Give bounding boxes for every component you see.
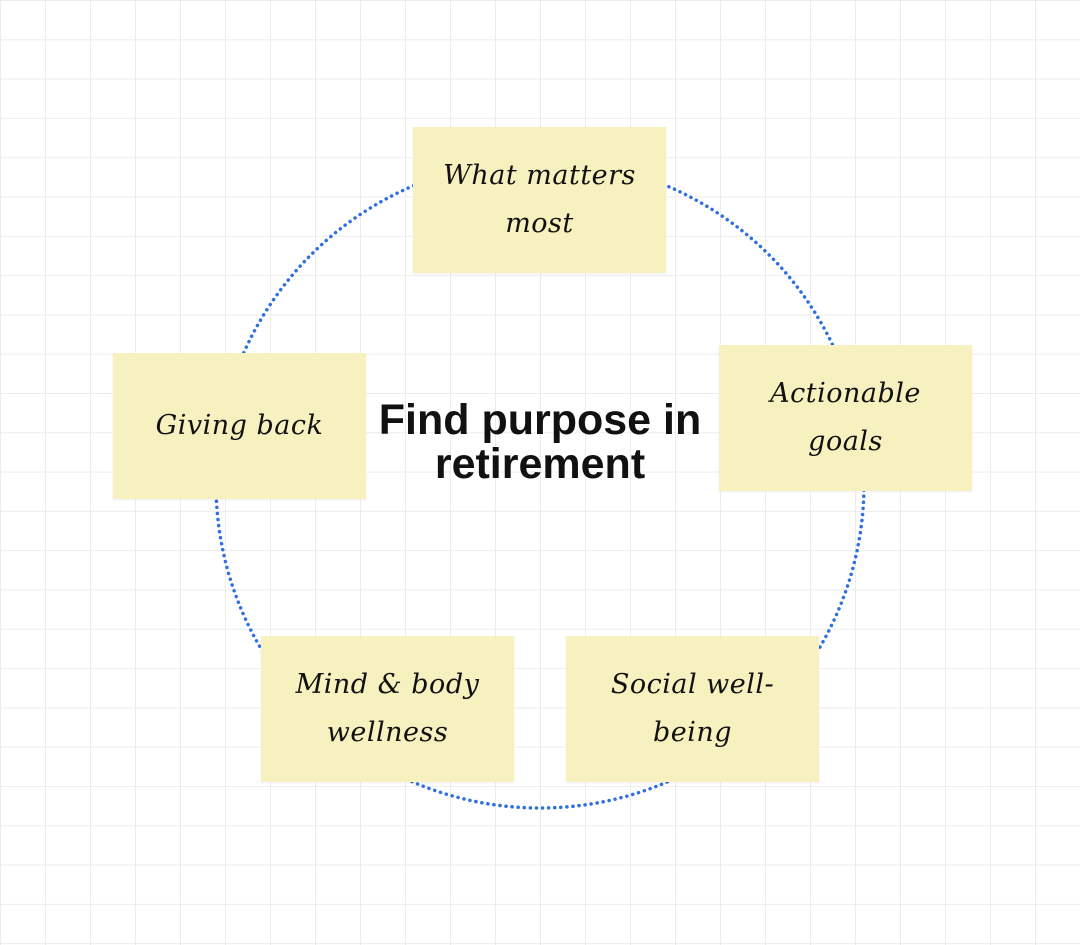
- sticky-note-giving-back[interactable]: Giving back: [113, 353, 366, 499]
- sticky-note-mind-body-wellness[interactable]: Mind & body wellness: [261, 636, 514, 782]
- center-title[interactable]: Find purpose in retirement: [378, 396, 702, 488]
- sticky-label: Mind & body wellness: [295, 669, 480, 748]
- sticky-label: What matters most: [443, 160, 636, 239]
- sticky-note-what-matters-most[interactable]: What matters most: [413, 127, 666, 273]
- sticky-note-social-well-being[interactable]: Social well-being: [566, 636, 819, 782]
- sticky-label: Social well-being: [610, 669, 775, 748]
- sticky-label: Actionable goals: [770, 378, 921, 457]
- sticky-note-actionable-goals[interactable]: Actionable goals: [719, 345, 972, 491]
- sticky-label: Giving back: [155, 410, 324, 441]
